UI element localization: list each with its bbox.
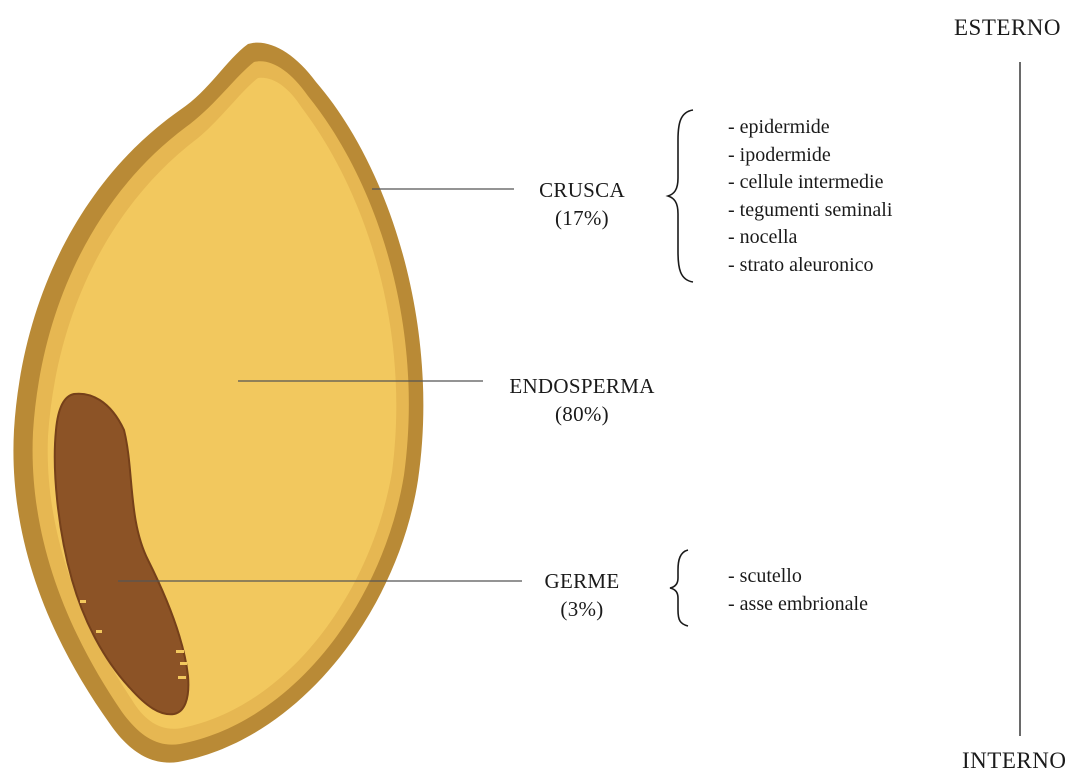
list-item: - nocella — [728, 224, 892, 252]
label-germ-percent: (3%) — [527, 595, 637, 623]
list-item: - cellule intermedie — [728, 169, 892, 197]
label-endosperm-name: ENDOSPERMA — [492, 372, 672, 400]
brace-bran-layers — [668, 110, 693, 282]
brace-germ-components — [670, 550, 688, 626]
label-bran-percent: (17%) — [522, 204, 642, 232]
list-item: - ipodermide — [728, 142, 892, 170]
list-item: - asse embrionale — [728, 591, 868, 619]
label-germ-name: GERME — [527, 567, 637, 595]
axis-label-inner: INTERNO — [962, 748, 1066, 774]
list-item: - tegumenti seminali — [728, 197, 892, 225]
label-germ: GERME (3%) — [527, 567, 637, 623]
axis-label-outer: ESTERNO — [954, 15, 1061, 41]
list-item: - strato aleuronico — [728, 252, 892, 280]
label-endosperm: ENDOSPERMA (80%) — [492, 372, 672, 428]
list-item: - scutello — [728, 563, 868, 591]
list-item: - epidermide — [728, 114, 892, 142]
germ-components-list: - scutello - asse embrionale — [728, 563, 868, 618]
bran-layers-list: - epidermide - ipodermide - cellule inte… — [728, 114, 892, 279]
label-endosperm-percent: (80%) — [492, 400, 672, 428]
label-bran: CRUSCA (17%) — [522, 176, 642, 232]
label-bran-name: CRUSCA — [522, 176, 642, 204]
